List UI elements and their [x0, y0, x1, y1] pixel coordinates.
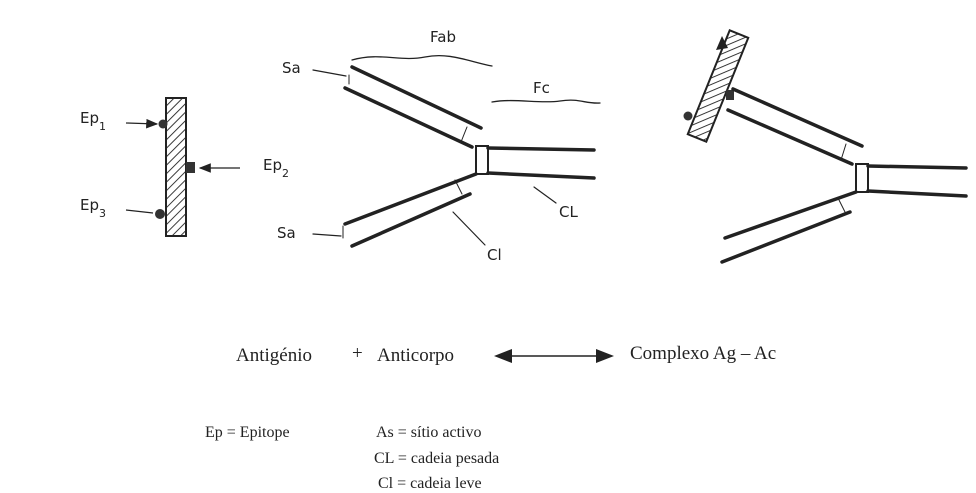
complex-fc-lower — [868, 191, 966, 196]
complex-fc-upper — [868, 166, 966, 168]
upper-light-chain — [345, 88, 472, 147]
ep1-label: Ep1 — [80, 109, 106, 133]
fab-label: Fab — [430, 28, 456, 46]
antibody-figure — [313, 56, 600, 246]
fc-upper-chain — [488, 148, 594, 150]
cl-heavy-pointer — [534, 187, 556, 203]
fc-lower-chain — [488, 173, 594, 178]
complex-hinge — [856, 164, 868, 192]
equation-antigen: Antigénio — [236, 345, 312, 366]
sa-bottom-pointer — [313, 234, 341, 236]
legend-cl-lower: Cl = cadeia leve — [378, 475, 482, 492]
complex-upper-light — [728, 110, 852, 164]
complex-upper-heavy — [733, 89, 862, 146]
complex-epitope-square — [726, 90, 734, 100]
epitope-2-square — [186, 162, 195, 173]
cl-light-pointer — [453, 212, 485, 245]
sa-top-label: Sa — [282, 59, 301, 77]
upper-heavy-chain — [352, 67, 481, 128]
complex-lower-heavy — [725, 192, 856, 238]
complex-epitope-dot — [684, 112, 693, 121]
antigen-figure: Ep1 Ep2 Ep3 — [80, 98, 289, 236]
equation-antibody: Anticorpo — [377, 345, 454, 366]
legend-cl-upper: CL = cadeia pesada — [374, 450, 499, 467]
sa-bottom-label: Sa — [277, 224, 296, 242]
cl-heavy-label: CL — [559, 203, 578, 221]
legend-as: As = sítio activo — [376, 424, 481, 441]
complex-lower-light — [722, 212, 850, 262]
lower-light-chain — [352, 194, 470, 246]
sa-top-pointer — [313, 70, 346, 76]
antigen-bar — [166, 98, 186, 236]
fc-label: Fc — [533, 79, 550, 97]
legend: Ep = Epitope As = sítio activo CL = cade… — [205, 424, 499, 492]
epitope-1-dot — [159, 120, 168, 129]
legend-ep: Ep = Epitope — [205, 424, 290, 441]
ep3-label: Ep3 — [80, 196, 106, 220]
equation-plus: + — [352, 343, 363, 364]
complex-figure — [684, 30, 967, 262]
equilibrium-arrow — [494, 349, 614, 363]
equation-complex: Complexo Ag – Ac — [630, 343, 776, 364]
reaction-equation: Antigénio + Anticorpo Complexo Ag – Ac — [236, 343, 776, 366]
hinge-region — [476, 146, 488, 174]
ep1-pointer — [126, 123, 157, 124]
cl-light-label: Cl — [487, 246, 502, 264]
ep3-pointer — [126, 210, 153, 213]
fc-bracket — [492, 100, 600, 103]
epitope-3-dot — [155, 209, 165, 219]
ep2-label: Ep2 — [263, 156, 289, 180]
fab-bracket — [352, 56, 492, 66]
